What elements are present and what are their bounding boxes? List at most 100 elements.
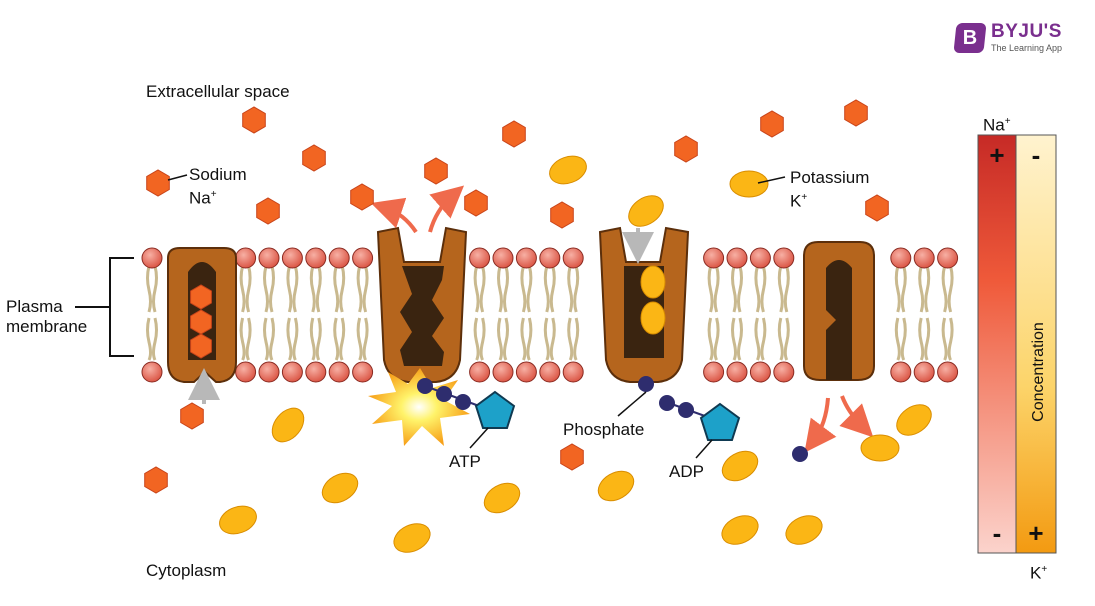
k-low-sign: - [1032,140,1041,170]
lipid-tail [567,265,574,313]
k-high-sign: + [1028,518,1043,548]
potassium-ion [785,515,823,545]
pump-releasing-potassium [803,241,875,381]
lipid-tail [941,317,948,361]
potassium-charge: + [801,192,808,203]
lipid-tail [333,317,340,361]
adp-label: ADP [669,462,704,481]
lipid-tail [754,265,761,313]
phospholipid-head [352,247,374,269]
k-scale-label: K+ [1030,560,1047,584]
phospholipid-head [281,247,303,269]
lipid-tail [731,265,737,313]
sodium-ion [424,157,448,185]
sodium-ion [760,110,784,138]
sodium-label: Sodium [189,165,247,184]
sodium-ion [242,106,266,134]
phospholipid-bilayer [141,247,959,383]
lipid-tail [783,265,790,313]
sodium-ion [256,197,280,225]
phospholipid-head [539,247,561,269]
lipid-tail [503,265,509,313]
atp-label: ATP [449,452,481,471]
lipid-tail [520,265,527,313]
membrane-bracket [75,257,134,357]
lipid-tail [947,317,954,361]
sodium-symbol-text: Na [189,188,211,208]
potassium-pointer [757,176,786,184]
lipid-tail [315,265,322,313]
lipid-tail [245,317,252,361]
phospholipid-head [328,247,350,269]
potassium-ion [393,523,431,553]
phospholipid-head [890,247,912,269]
adenosine-pentagon [474,390,516,429]
lipid-tail [947,265,954,313]
plasma-membrane-label-line1: Plasma [6,297,63,316]
lipid-tail [473,265,480,313]
potassium-ion [729,170,769,198]
potassium-ion [321,472,359,504]
lipid-tail [520,317,527,361]
phospholipid-head [913,361,935,383]
sodium-ion [190,284,212,310]
brand-badge-letter: B [962,27,978,49]
phospholipid-head [141,361,163,383]
lipid-tail [573,265,580,313]
sodium-concentration-bar [977,134,1017,554]
phospholipid-head [305,247,327,269]
potassium-ion [721,450,759,482]
sodium-ion [844,99,868,127]
lipid-tail [924,265,931,313]
lipid-tail [549,265,556,313]
lipid-tail [497,265,503,313]
lipid-tail [152,265,158,313]
lipid-tail [713,265,720,313]
phospholipid-head [258,361,280,383]
lipid-tail [356,317,363,361]
phospholipid-head [281,361,303,383]
lipid-tail [309,265,316,313]
na-scale-label: Na+ [983,112,1011,136]
phospholipid-head [258,247,280,269]
potassium-ion [860,434,900,462]
sodium-ion [560,443,584,471]
lipid-tail [754,317,761,361]
lipid-tail [760,265,767,313]
lipid-tail [900,317,907,361]
phospholipid-head [937,247,959,269]
lipid-tail [783,317,790,361]
phosphate-group [678,402,694,418]
lipid-tail [941,265,948,313]
sodium-charge: + [210,189,217,200]
lipid-tail [146,265,152,313]
phospholipid-head [235,361,257,383]
lipid-tail [362,317,369,361]
lipid-tail [356,265,363,313]
lipid-tail [339,317,346,361]
lipid-tail [526,317,533,361]
k-scale-charge: + [1041,564,1048,575]
lipid-tail [479,265,486,313]
phospholipid-head [515,361,537,383]
plasma-membrane-label-line2: membrane [6,317,88,336]
lipid-tail [315,317,322,361]
sodium-ion [302,144,326,172]
phospholipid-head [937,361,959,383]
sodium-ion [550,201,574,229]
phospholipid-head [726,247,748,269]
potassium-concentration-bar [1015,134,1057,554]
concentration-scale: + - - + Concentration [977,134,1057,554]
lipid-tail [286,317,293,361]
adenosine-pentagon [699,402,741,441]
potassium-ion [640,265,666,299]
potassium-ion [597,470,635,502]
lipid-tail [737,265,743,313]
lipid-tail [737,317,743,361]
sodium-ion [146,169,170,197]
lipid-tail [245,265,252,313]
sodium-ions-in-pump [190,284,212,359]
lipid-tail [731,317,737,361]
lipid-tail [549,317,556,361]
